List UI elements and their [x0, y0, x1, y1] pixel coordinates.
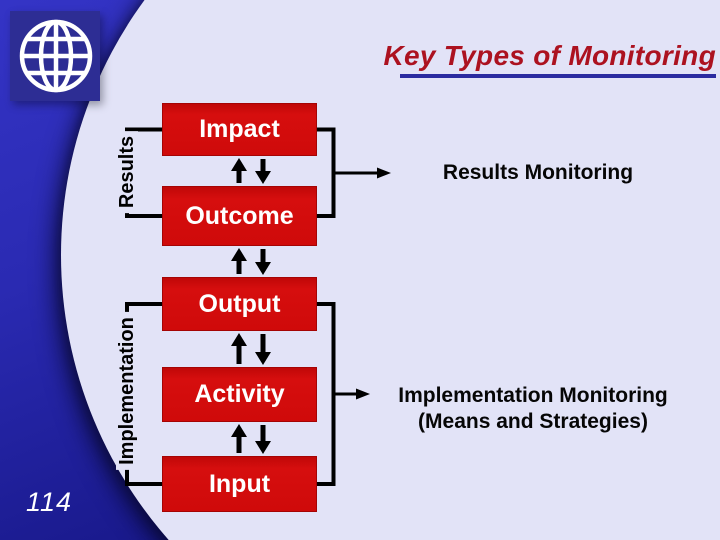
node-impact: Impact [162, 103, 317, 156]
output-activity-arrows [231, 333, 271, 365]
results-monitoring-label: Results Monitoring [442, 161, 634, 184]
implementation-bracket-right [317, 302, 336, 486]
implementation-monitoring-line1: Implementation Monitoring [398, 384, 668, 407]
results-bracket-label: Results [116, 130, 138, 214]
content-panel [61, 0, 720, 540]
implementation-monitoring-label: Implementation Monitoring (Means and Str… [378, 383, 688, 435]
slide-title: Key Types of Monitoring [383, 40, 716, 71]
node-activity: Activity [162, 367, 317, 422]
node-outcome: Outcome [162, 186, 317, 246]
implementation-monitoring-line2: (Means and Strategies) [418, 410, 648, 433]
implementation-annotation-arrow [333, 388, 370, 400]
impact-outcome-arrows [231, 158, 271, 184]
activity-input-arrows [231, 424, 271, 454]
bidirectional-arrows [231, 158, 271, 454]
outcome-output-arrows [231, 248, 271, 275]
globe-icon [19, 19, 93, 93]
logo [10, 11, 100, 101]
implementation-bracket-label: Implementation [116, 312, 138, 470]
title-underline [400, 74, 716, 78]
results-annotation-arrow [333, 167, 391, 179]
node-output: Output [162, 277, 317, 331]
node-input: Input [162, 456, 317, 512]
results-bracket-right [317, 127, 336, 218]
page-number: 114 [26, 487, 73, 517]
